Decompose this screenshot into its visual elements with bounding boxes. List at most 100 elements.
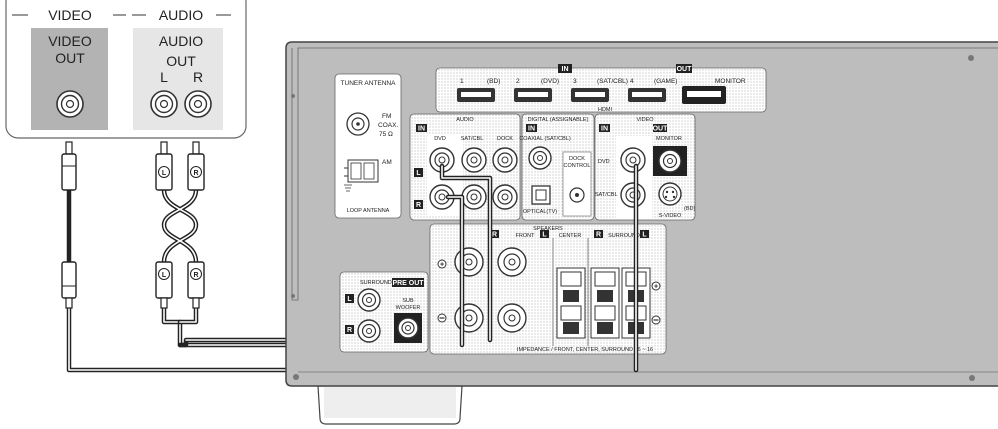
subwoofer-label-1: SUB	[402, 298, 414, 304]
plug-left-bottom-label: L	[162, 272, 167, 279]
source-device: VIDEO AUDIO VIDEO OUT AUDIO OUT L R	[5, 0, 247, 139]
hdmi-port-1-sub: (BD)	[487, 78, 500, 85]
hdmi-monitor-label: MONITOR	[715, 78, 746, 85]
fm-impedance-label: 75 Ω	[379, 131, 393, 138]
pre-out-L-badge: L	[347, 296, 352, 303]
audio-out-left-jack[interactable]	[150, 90, 178, 118]
surround-label: SURROUND	[608, 233, 640, 239]
audio-in-dock-right-jack[interactable]	[492, 184, 518, 210]
fm-label: FM	[382, 113, 391, 120]
hdmi-port-2-label: 2	[516, 78, 520, 85]
audio-plug-right-bottom: R	[187, 261, 205, 309]
coaxial-digital-jack[interactable]	[528, 146, 552, 170]
fm-antenna-jack[interactable]	[346, 112, 370, 136]
video-group-header: VIDEO	[48, 7, 92, 23]
dock-control-port[interactable]	[569, 187, 585, 203]
hdmi-port-4-label: 4	[630, 78, 634, 85]
audio-plug-left-bottom: L	[155, 261, 173, 309]
video-out-label-2: OUT	[55, 50, 85, 66]
plus-symbol-front: +	[440, 262, 444, 269]
digital-in-badge: IN	[528, 126, 535, 133]
hdmi-monitor-out-port[interactable]	[682, 86, 726, 104]
loop-antenna-label: LOOP ANTENNA	[347, 208, 390, 214]
fm-coax-label: COAX.	[378, 122, 398, 129]
audio-col-dock: DOCK	[497, 136, 513, 142]
audio-out-label-1: AUDIO	[159, 33, 203, 49]
front-left-minus-terminal[interactable]	[497, 303, 527, 333]
audio-R-badge: R	[416, 202, 421, 209]
surround-R-badge: R	[596, 232, 601, 239]
front-right-minus-terminal[interactable]	[454, 303, 484, 333]
audio-in-dock-left-jack[interactable]	[492, 147, 518, 173]
hdmi-in-3-port[interactable]	[571, 88, 609, 102]
audio-in-satcbl-right-jack[interactable]	[461, 184, 487, 210]
plug-right-bottom-label: R	[193, 272, 198, 279]
pre-out-surround-left-jack[interactable]	[357, 288, 381, 312]
audio-group-header: AUDIO	[159, 7, 203, 23]
audio-out-right-jack[interactable]	[184, 90, 212, 118]
front-L-badge: L	[542, 232, 547, 239]
cable-ends	[439, 163, 639, 373]
video-in-badge: IN	[601, 126, 608, 133]
video-out-badge: OUT	[653, 126, 669, 133]
video-monitor-out-jack[interactable]	[658, 149, 682, 173]
hdmi-port-3-label: 3	[573, 78, 577, 85]
video-in-satcbl-jack[interactable]	[620, 182, 646, 208]
hdmi-out-badge: OUT	[677, 66, 693, 73]
hdmi-port-1-label: 1	[460, 78, 464, 85]
hdmi-in-4-port[interactable]	[628, 88, 666, 102]
hdmi-in-1-port[interactable]	[457, 88, 495, 102]
audio-out-right-label: R	[193, 69, 203, 85]
am-label: AM	[382, 159, 392, 166]
video-dvd-label: DVD	[598, 159, 610, 165]
pre-out-surround-label: SURROUND	[360, 280, 392, 286]
tuner-antenna-panel	[334, 73, 402, 219]
hdmi-port-4-sub: (GAME)	[654, 78, 677, 85]
audio-L-badge: L	[416, 170, 421, 177]
plug-right-top-label: R	[193, 170, 198, 177]
hdmi-in-badge: IN	[562, 66, 569, 73]
plus-symbol-surround: +	[654, 284, 658, 291]
audio-section-label: AUDIO	[456, 117, 474, 123]
video-satcbl-label: SAT/CBL	[595, 192, 618, 198]
audio-col-dvd: DVD	[434, 136, 446, 142]
audio-out-left-label: L	[160, 69, 168, 85]
front-left-plus-terminal[interactable]	[497, 247, 527, 277]
audio-in-satcbl-left-jack[interactable]	[461, 147, 487, 173]
hdmi-port-3-sub: (SAT/CBL)	[597, 78, 628, 85]
optical-label: OPTICAL(TV)	[523, 209, 557, 215]
s-video-jack[interactable]	[658, 182, 682, 206]
audio-col-satcbl: SAT/CBL	[461, 136, 484, 142]
video-plug-bottom	[61, 261, 77, 309]
front-R-badge: R	[492, 232, 497, 239]
hdmi-label: HDMI	[598, 107, 613, 113]
video-out-jack[interactable]	[56, 90, 84, 118]
pre-out-R-badge: R	[347, 327, 352, 334]
center-label: CENTER	[559, 233, 582, 239]
pre-out-surround-right-jack[interactable]	[357, 319, 381, 343]
optical-digital-jack[interactable]	[531, 185, 551, 205]
plug-left-top-label: L	[162, 170, 167, 177]
hdmi-in-2-port[interactable]	[514, 88, 552, 102]
subwoofer-label-2: WOOFER	[396, 305, 421, 311]
hdmi-port-2-sub: (DVD)	[541, 78, 559, 85]
speakers-label: SPEAKERS	[533, 226, 563, 232]
dock-control-label-2: CONTROL	[564, 163, 591, 169]
video-plug-top	[61, 141, 77, 191]
am-antenna-terminal[interactable]	[344, 159, 379, 192]
video-monitor-label: MONITOR	[656, 136, 682, 142]
video-section-label: VIDEO	[636, 117, 654, 123]
digital-section-label: DIGITAL (ASSIGNABLE)	[528, 117, 589, 123]
audio-plug-right-top: R	[187, 141, 205, 191]
coaxial-label: COAXIAL (SAT/CBL)	[519, 136, 571, 142]
surround-right-speaker-terminal[interactable]	[590, 267, 620, 339]
center-speaker-terminal[interactable]	[556, 267, 586, 339]
pre-out-badge: PRE OUT	[392, 280, 424, 287]
front-right-plus-terminal[interactable]	[454, 247, 484, 277]
audio-in-badge: IN	[418, 126, 425, 133]
audio-plug-left-top: L	[155, 141, 173, 191]
video-in-dvd-jack[interactable]	[620, 147, 646, 173]
dock-control-label-1: DOCK	[569, 156, 585, 162]
subwoofer-out-jack[interactable]	[397, 317, 419, 339]
